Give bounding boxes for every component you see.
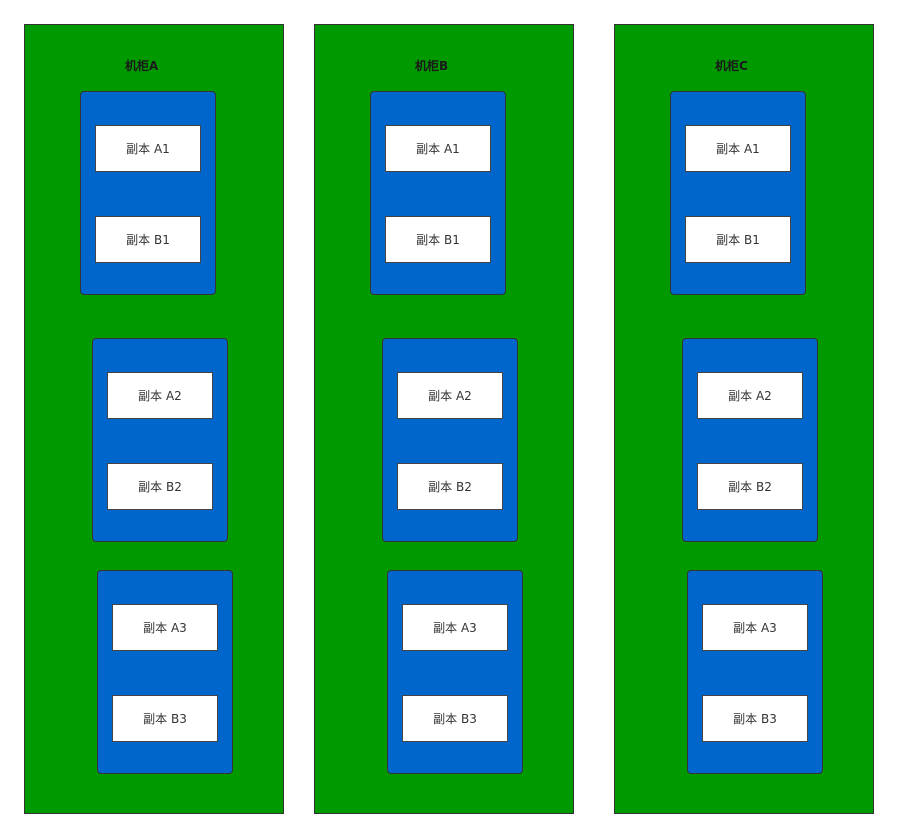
replica-box: 副本 B1 (95, 216, 201, 263)
replica-box: 副本 B1 (385, 216, 491, 263)
rack-title: 机柜C (715, 59, 748, 73)
server-node: 副本 A3 副本 B3 (97, 570, 233, 774)
replica-box: 副本 A1 (685, 125, 791, 172)
server-node: 副本 A3 副本 B3 (687, 570, 823, 774)
replica-box: 副本 B3 (402, 695, 508, 742)
rack-a: 机柜A 副本 A1 副本 B1 副本 A2 副本 B2 副本 A3 副本 B3 (24, 24, 284, 814)
server-node: 副本 A2 副本 B2 (382, 338, 518, 542)
replica-box: 副本 A2 (697, 372, 803, 419)
replica-box: 副本 B2 (107, 463, 213, 510)
server-node: 副本 A1 副本 B1 (80, 91, 216, 295)
server-node: 副本 A1 副本 B1 (370, 91, 506, 295)
rack-title: 机柜A (125, 59, 159, 73)
replica-box: 副本 A3 (702, 604, 808, 651)
server-node: 副本 A3 副本 B3 (387, 570, 523, 774)
replica-box: 副本 A1 (95, 125, 201, 172)
replica-box: 副本 B3 (702, 695, 808, 742)
rack-b: 机柜B 副本 A1 副本 B1 副本 A2 副本 B2 副本 A3 副本 B3 (314, 24, 574, 814)
server-node: 副本 A1 副本 B1 (670, 91, 806, 295)
rack-title: 机柜B (415, 59, 449, 73)
replica-box: 副本 B2 (397, 463, 503, 510)
replica-box: 副本 B1 (685, 216, 791, 263)
replica-box: 副本 A1 (385, 125, 491, 172)
replica-box: 副本 A3 (112, 604, 218, 651)
replica-box: 副本 B3 (112, 695, 218, 742)
rack-c: 机柜C 副本 A1 副本 B1 副本 A2 副本 B2 副本 A3 副本 B3 (614, 24, 874, 814)
replica-box: 副本 B2 (697, 463, 803, 510)
server-node: 副本 A2 副本 B2 (682, 338, 818, 542)
replica-box: 副本 A2 (397, 372, 503, 419)
replica-box: 副本 A3 (402, 604, 508, 651)
replica-box: 副本 A2 (107, 372, 213, 419)
server-node: 副本 A2 副本 B2 (92, 338, 228, 542)
